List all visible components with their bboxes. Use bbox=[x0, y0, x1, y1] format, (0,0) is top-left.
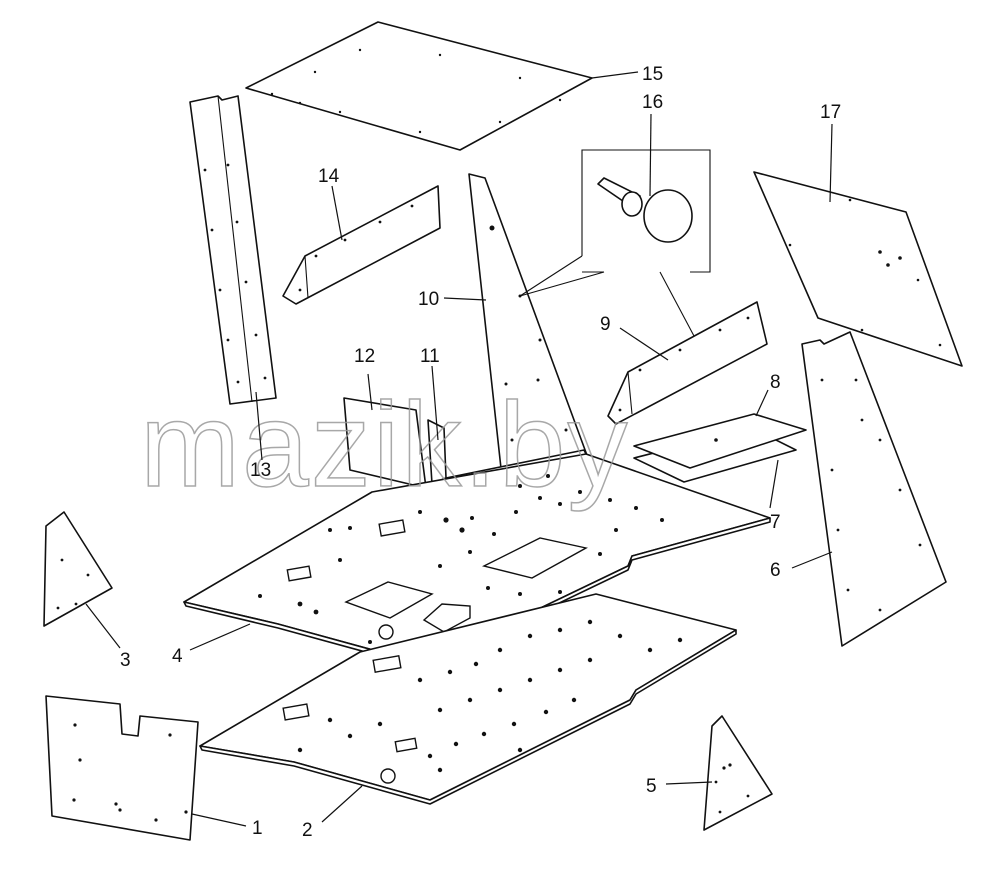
part-16-clip-detail bbox=[519, 149, 711, 337]
callout-5: 5 bbox=[646, 776, 657, 797]
watermark: mazik.by bbox=[140, 378, 629, 512]
part-5-right-triangle bbox=[703, 715, 773, 831]
callout-labels: 15 16 17 14 10 9 12 11 8 13 7 6 3 4 5 1 … bbox=[120, 64, 841, 841]
leader-lines bbox=[85, 71, 833, 827]
part-14-trim-bracket bbox=[282, 185, 441, 305]
callout-17: 17 bbox=[820, 102, 841, 123]
callout-16: 16 bbox=[642, 92, 663, 113]
part-2-lower-floor-plate bbox=[199, 593, 737, 805]
part-1-front-panel bbox=[45, 695, 199, 841]
callout-2: 2 bbox=[302, 820, 313, 841]
part-6-right-tall-panel bbox=[801, 331, 947, 647]
callout-7: 7 bbox=[770, 512, 781, 533]
callout-11: 11 bbox=[420, 346, 440, 367]
part-4-upper-floor-plate bbox=[183, 453, 771, 669]
callout-14: 14 bbox=[318, 166, 340, 187]
part-13-left-column-panel bbox=[189, 95, 277, 405]
part-9-right-trim-bracket bbox=[607, 301, 768, 425]
callout-3: 3 bbox=[120, 650, 131, 671]
part-8-upper-pad bbox=[633, 413, 807, 469]
callout-15: 15 bbox=[642, 64, 663, 85]
part-17-right-upper-panel bbox=[753, 171, 963, 367]
callout-4: 4 bbox=[172, 646, 183, 667]
callout-10: 10 bbox=[418, 289, 439, 310]
callout-6: 6 bbox=[770, 560, 781, 581]
callout-13: 13 bbox=[250, 460, 271, 481]
callout-12: 12 bbox=[354, 346, 375, 367]
callout-8: 8 bbox=[770, 372, 781, 393]
part-3-left-triangle bbox=[43, 511, 113, 627]
callout-9: 9 bbox=[600, 314, 611, 335]
callout-1: 1 bbox=[252, 818, 263, 839]
part-15-roof-panel bbox=[245, 21, 593, 151]
